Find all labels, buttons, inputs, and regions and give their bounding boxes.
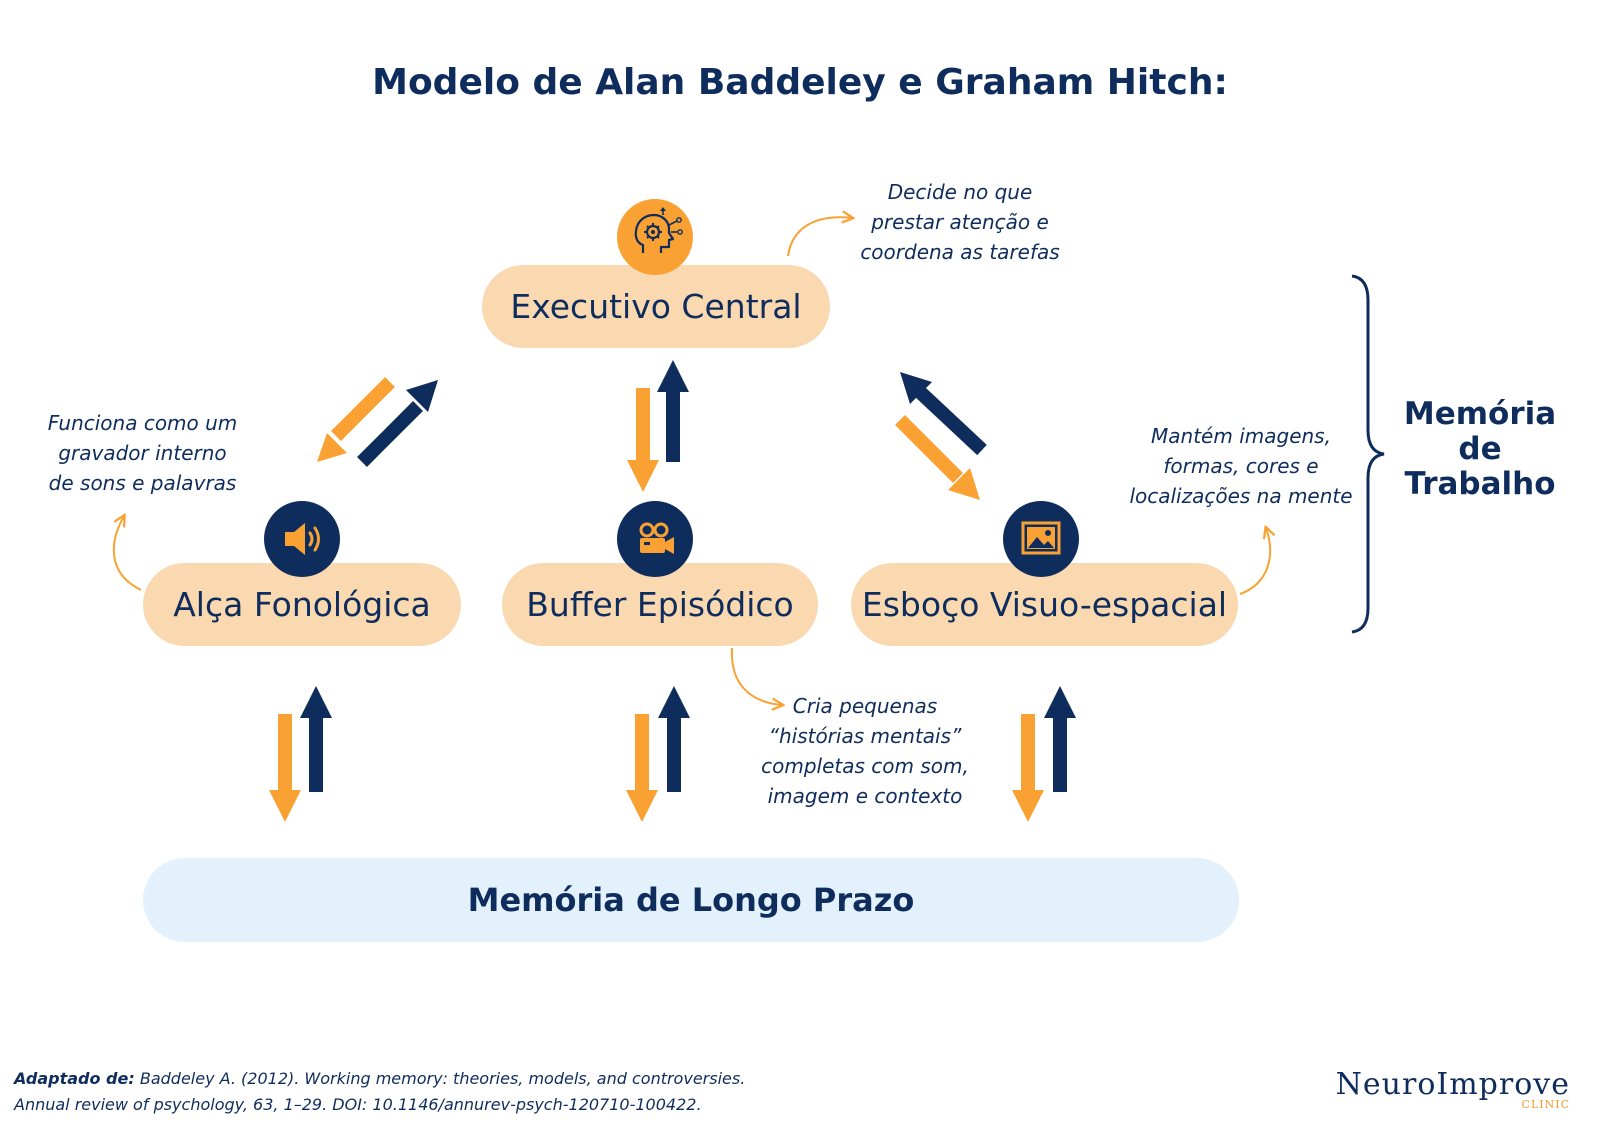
arrow-ltm-to-phonological: [300, 686, 332, 792]
pointer-visuospatial-note: [1239, 528, 1270, 595]
arrow-ltm-to-buffer: [658, 686, 690, 792]
logo-sub: CLINIC: [1521, 1098, 1570, 1111]
pointer-executive-note: [787, 217, 852, 257]
citation-line-1: Baddeley A. (2012). Working memory: theo…: [139, 1069, 746, 1088]
episodic-buffer-box: Buffer Episódico: [502, 563, 818, 646]
arrow-to-buffer: [627, 388, 659, 492]
pointer-phonological-note: [112, 516, 142, 591]
long-term-memory-label: Memória de Longo Prazo: [467, 881, 915, 919]
arrow-to-phonological: [317, 377, 395, 462]
citation-prefix: Adaptado de:: [14, 1069, 135, 1088]
central-executive-label: Executivo Central: [510, 287, 802, 326]
page-title: Modelo de Alan Baddeley e Graham Hitch:: [372, 62, 1228, 103]
citation: Adaptado de: Baddeley A. (2012). Working…: [14, 1066, 745, 1118]
logo-name: NeuroImprove: [1335, 1067, 1570, 1102]
episodic-buffer-label: Buffer Episódico: [526, 585, 794, 624]
phonological-loop-note: Funciona como um gravador interno de son…: [47, 411, 238, 495]
arrow-phonological-to-ltm: [269, 714, 301, 822]
citation-line-2: Annual review of psychology, 63, 1–29. D…: [14, 1095, 702, 1114]
arrow-to-executive-from-phonological: [357, 380, 438, 467]
central-executive-box: Executivo Central: [482, 265, 830, 348]
visuospatial-sketchpad-note: Mantém imagens, formas, cores e localiza…: [1129, 424, 1353, 508]
arrow-to-executive-from-visuospatial: [900, 372, 987, 456]
long-term-memory-box: Memória de Longo Prazo: [143, 858, 1239, 942]
arrow-buffer-to-ltm: [626, 714, 658, 822]
logo: NeuroImprove CLINIC: [1336, 1067, 1570, 1111]
phonological-loop-label: Alça Fonológica: [173, 585, 431, 624]
speaker-icon: [264, 501, 340, 577]
image-icon: [1003, 501, 1079, 577]
central-executive-note: Decide no que prestar atenção e coordena…: [860, 180, 1060, 264]
arrow-ltm-to-visuospatial: [1044, 686, 1076, 792]
arrow-to-visuospatial: [895, 415, 980, 500]
head-gears-icon: [617, 199, 693, 275]
visuospatial-sketchpad-label: Esboço Visuo-espacial: [861, 585, 1228, 624]
arrow-visuospatial-to-ltm: [1012, 714, 1044, 822]
episodic-buffer-note: Cria pequenas “histórias mentais” comple…: [761, 694, 969, 808]
movie-camera-icon: [617, 501, 693, 577]
working-memory-label: Memória de Trabalho: [1403, 396, 1557, 502]
arrow-to-executive-from-buffer: [657, 360, 689, 462]
